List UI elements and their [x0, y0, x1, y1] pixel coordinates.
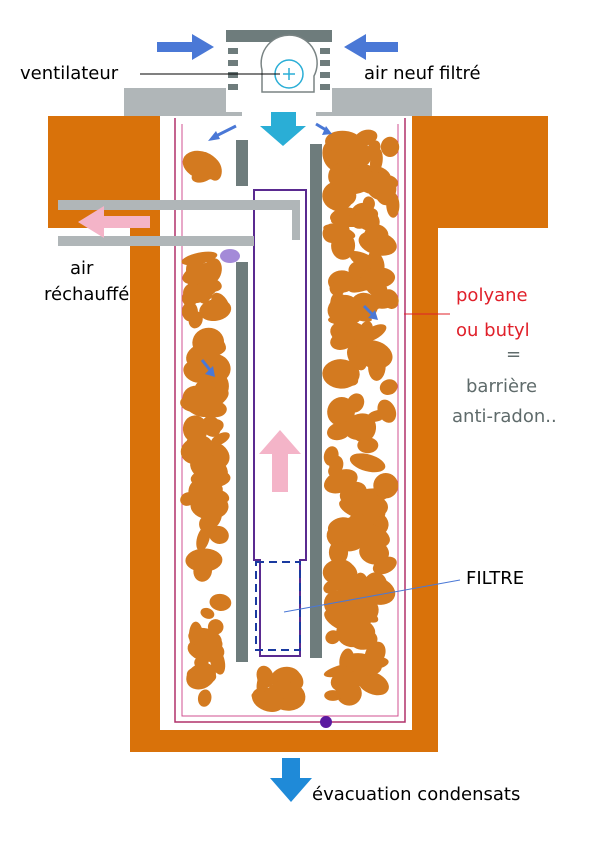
gravel-stones	[180, 129, 400, 712]
stone	[368, 352, 386, 381]
stone	[327, 294, 359, 323]
stone	[357, 495, 388, 518]
stone	[377, 399, 397, 423]
stone	[185, 548, 223, 572]
cap-slab-left	[124, 88, 242, 116]
outer-pipe-left-lower	[236, 262, 248, 662]
drain-label: évacuation condensats	[312, 784, 520, 805]
exhaust-pipe	[58, 200, 300, 240]
stone	[344, 653, 382, 676]
stone	[194, 656, 209, 670]
stone	[188, 480, 208, 506]
stone	[357, 437, 379, 454]
stone	[373, 473, 399, 499]
stone	[196, 526, 211, 552]
barrier-label-2: anti-radon..	[452, 406, 557, 427]
membrane-barrier	[174, 118, 406, 723]
stone	[380, 136, 400, 157]
stone	[188, 311, 203, 329]
stone	[328, 163, 346, 186]
stone	[355, 203, 377, 229]
warm-air-label-2: réchauffé	[44, 284, 129, 305]
purple-dot	[220, 249, 240, 263]
small-arrow-icon	[315, 122, 327, 132]
stone	[209, 593, 232, 611]
membrane-label-1: polyane	[456, 285, 528, 306]
stone	[325, 630, 341, 645]
stone	[349, 453, 386, 473]
stone	[195, 394, 217, 405]
stone	[322, 223, 342, 243]
stone	[203, 258, 222, 284]
stone	[205, 157, 222, 181]
pit-wall	[48, 116, 548, 752]
stone	[327, 397, 356, 426]
stone	[339, 517, 365, 547]
purple-dot-dark	[320, 716, 332, 728]
inner-liner	[253, 189, 307, 657]
stone	[208, 525, 229, 544]
stone	[329, 281, 345, 297]
stone	[348, 272, 386, 293]
stone	[182, 415, 208, 443]
stone	[372, 556, 397, 575]
warm-air-label-1: air	[70, 258, 94, 279]
stone	[199, 298, 232, 322]
filter-leader	[283, 579, 461, 613]
fan-label: ventilateur	[20, 63, 119, 84]
stone	[324, 690, 342, 701]
fresh-air-arrow-right-icon	[344, 34, 398, 60]
stone	[328, 540, 349, 565]
stone	[335, 366, 358, 381]
stone	[342, 140, 372, 169]
stone	[200, 607, 215, 619]
warm-air-up-arrow-icon	[259, 430, 301, 492]
stone	[203, 401, 227, 418]
stone	[381, 289, 399, 309]
stone	[360, 324, 387, 343]
filter-label: FILTRE	[466, 568, 524, 589]
stone	[349, 628, 378, 650]
outer-pipe-left	[236, 140, 248, 186]
stone	[190, 453, 228, 484]
stone	[186, 666, 217, 685]
stone	[344, 413, 376, 440]
membrane-barrier-inner	[181, 124, 399, 717]
stone	[183, 360, 211, 383]
equals-sign: =	[506, 344, 521, 365]
fan-icon	[260, 34, 318, 93]
drain-arrow-icon	[270, 758, 312, 802]
stone	[324, 608, 361, 633]
stone	[192, 327, 225, 358]
stone	[367, 237, 396, 255]
barrier-label-1: barrière	[466, 376, 537, 397]
fan-housing-vents-left	[228, 48, 238, 90]
outer-pipe-right	[310, 144, 322, 658]
fan-housing-vents-right	[320, 48, 330, 90]
stone	[379, 379, 398, 395]
stone	[369, 148, 383, 175]
fresh-air-label: air neuf filtré	[364, 63, 481, 84]
stone	[209, 646, 226, 675]
stone	[182, 290, 198, 307]
stone	[210, 432, 230, 446]
warm-air-arrow-icon	[78, 206, 150, 238]
membrane-label-2: ou butyl	[456, 320, 530, 341]
cap-slab-right	[316, 88, 432, 116]
small-arrow-icon	[200, 359, 212, 371]
stone	[197, 689, 212, 707]
stone	[322, 558, 355, 585]
stone	[366, 174, 397, 201]
stone	[346, 345, 367, 371]
stone	[323, 469, 358, 494]
fresh-air-arrow-left-icon	[157, 34, 214, 60]
small-arrow-icon	[362, 304, 374, 316]
stone	[289, 670, 304, 689]
downflow-arrow-icon	[260, 112, 306, 146]
stone	[256, 668, 271, 694]
stone	[204, 505, 222, 529]
stone	[259, 697, 273, 710]
stone	[329, 455, 344, 474]
